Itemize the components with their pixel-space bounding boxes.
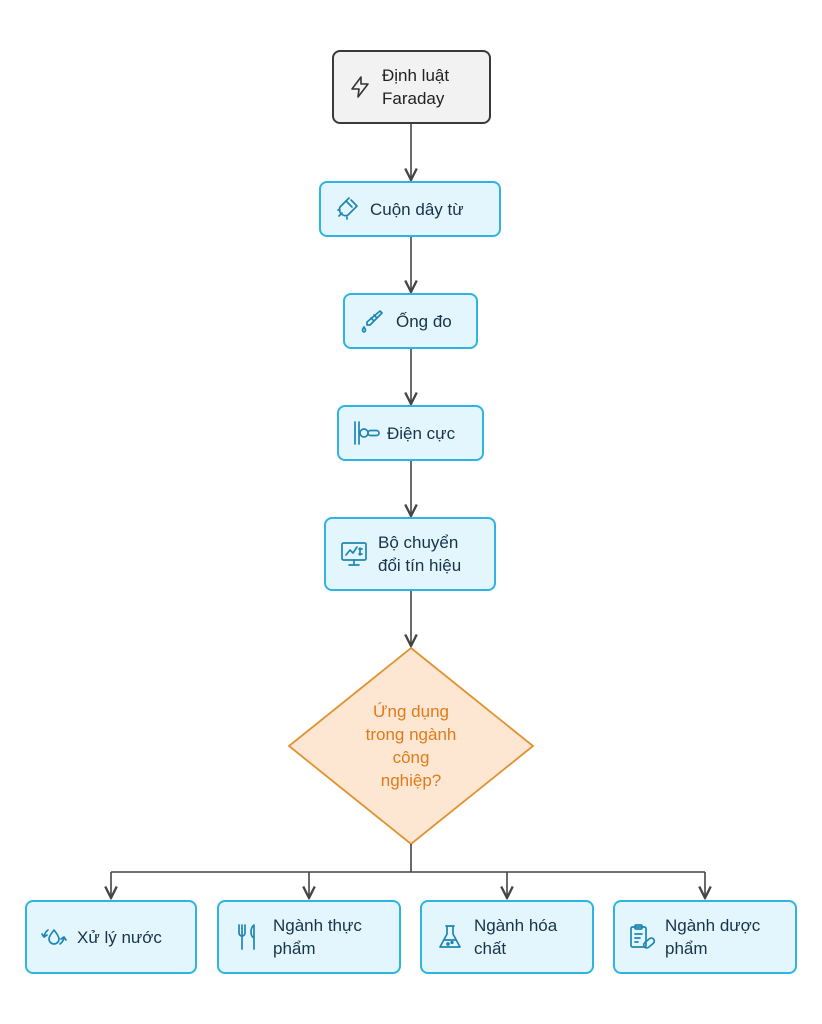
node-faraday-law-label: Định luật Faraday: [382, 66, 450, 108]
electrode-icon: [351, 420, 381, 446]
pipette-icon: [358, 308, 386, 334]
node-electrode-label: Điện cực: [387, 423, 456, 443]
node-measuring-tube-label: Ống đo: [396, 311, 452, 331]
node-magnetic-coil-label: Cuộn dây từ: [370, 199, 464, 219]
outcome-chemical-industry: Ngành hóa chất: [420, 900, 594, 974]
node-magnetic-coil: Cuộn dây từ: [319, 181, 501, 237]
outcome-water-treatment: Xử lý nước: [25, 900, 197, 974]
decision-label: Ứng dụng trong ngành công nghiệp?: [365, 702, 457, 790]
utensils-icon: [235, 922, 261, 952]
monitor-chart-icon: [338, 539, 370, 569]
water-cycle-icon: [39, 924, 69, 950]
outcome-pharmaceutical-industry: Ngành dược phẩm: [613, 900, 797, 974]
node-measuring-tube: Ống đo: [343, 293, 478, 349]
node-faraday-law: Định luật Faraday: [332, 50, 491, 124]
magnet-icon: [334, 196, 362, 222]
outcome-food-industry: Ngành thực phẩm: [217, 900, 401, 974]
outcome-food-industry-label: Ngành thực phẩm: [273, 916, 362, 958]
node-electrode: Điện cực: [337, 405, 484, 461]
node-signal-converter-label: Bộ chuyển đổi tín hiệu: [378, 533, 462, 575]
outcome-pharmaceutical-industry-label: Ngành dược phẩm: [665, 916, 761, 958]
lightning-icon: [346, 75, 374, 99]
node-signal-converter: Bộ chuyển đổi tín hiệu: [324, 517, 496, 591]
outcome-water-treatment-label: Xử lý nước: [77, 927, 162, 947]
outcome-chemical-industry-label: Ngành hóa chất: [474, 916, 558, 958]
flask-icon: [436, 923, 464, 951]
clipboard-pill-icon: [627, 922, 657, 952]
